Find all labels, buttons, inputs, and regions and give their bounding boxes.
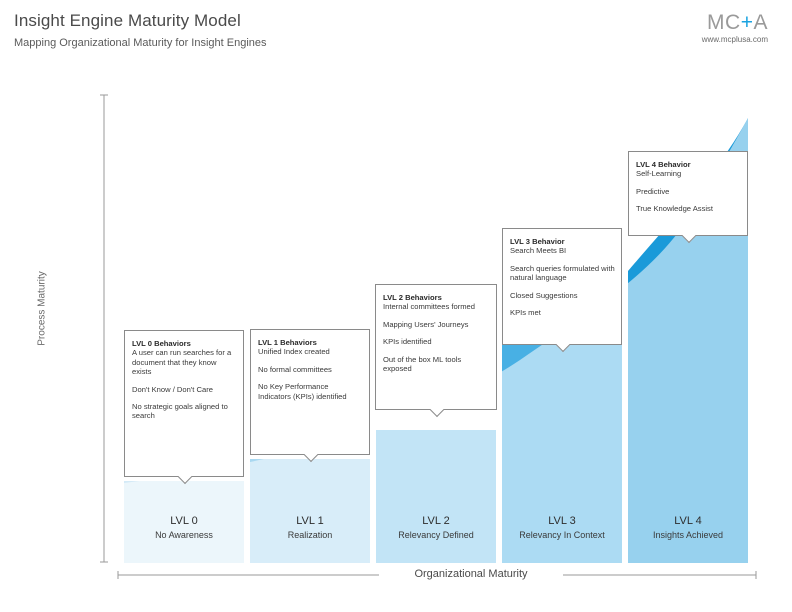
callout-heading: LVL 1 Behaviors xyxy=(258,338,317,347)
logo-text-left: MC xyxy=(707,11,741,34)
level-number: LVL 1 xyxy=(296,515,324,527)
level-name: No Awareness xyxy=(155,530,213,540)
behavior-item: Out of the box ML tools exposed xyxy=(383,354,462,374)
website-url: www.mcplusa.com xyxy=(701,35,768,44)
logo-text-right: A xyxy=(753,11,768,34)
callout-heading: LVL 3 Behavior xyxy=(510,237,565,246)
behavior-item: Mapping Users' Journeys xyxy=(383,319,469,329)
level-2-label: LVL 2 Relevancy Defined xyxy=(376,515,496,540)
callout-heading: LVL 0 Behaviors xyxy=(132,339,191,348)
behavior-item: Search Meets BI xyxy=(510,246,567,256)
page-subtitle: Mapping Organizational Maturity for Insi… xyxy=(14,37,267,49)
brand-logo: MC+A xyxy=(688,11,768,35)
level-2-behaviors-callout: LVL 2 Behaviors Internal committees form… xyxy=(375,284,497,410)
behavior-item: Don't Know / Don't Care xyxy=(132,384,213,394)
behavior-item: KPIs met xyxy=(510,308,541,318)
y-axis-label: Process Maturity xyxy=(36,271,48,346)
level-1-behaviors-callout: LVL 1 Behaviors Unified Index created No… xyxy=(250,329,370,455)
level-3-label: LVL 3 Relevancy In Context xyxy=(502,515,622,540)
level-4-label: LVL 4 Insights Achieved xyxy=(628,515,748,540)
behavior-item: Predictive xyxy=(636,186,670,196)
level-4-behaviors-callout: LVL 4 Behavior Self-Learning Predictive … xyxy=(628,151,748,236)
level-name: Relevancy In Context xyxy=(519,530,605,540)
behavior-item: A user can run searches for a document t… xyxy=(132,348,232,377)
behavior-item: True Knowledge Assist xyxy=(636,204,713,214)
behavior-item: Unified Index created xyxy=(258,347,330,357)
callout-heading: LVL 2 Behaviors xyxy=(383,293,442,302)
level-name: Insights Achieved xyxy=(652,530,724,540)
behavior-item: Internal committees formed xyxy=(383,302,476,312)
level-name: Relevancy Defined xyxy=(398,530,474,540)
behavior-item: No formal committees xyxy=(258,364,332,374)
page-title: Insight Engine Maturity Model xyxy=(14,11,241,30)
behavior-item: KPIs identified xyxy=(383,337,432,347)
x-axis-label: Organizational Maturity xyxy=(379,568,563,580)
level-3-behaviors-callout: LVL 3 Behavior Search Meets BI Search qu… xyxy=(502,228,622,345)
behavior-item: No Key Performance Indicators (KPIs) ide… xyxy=(258,382,347,401)
growth-curve-overlay xyxy=(124,118,748,563)
level-0-behaviors-callout: LVL 0 Behaviors A user can run searches … xyxy=(124,330,244,477)
level-1-label: LVL 1 Realization xyxy=(250,515,370,540)
behavior-item: Search queries formulated with natural l… xyxy=(510,263,615,283)
level-0-label: LVL 0 No Awareness xyxy=(124,515,244,540)
level-number: LVL 2 xyxy=(422,515,450,527)
level-number: LVL 3 xyxy=(548,515,576,527)
level-name: Realization xyxy=(287,530,333,540)
callout-heading: LVL 4 Behavior xyxy=(636,160,691,169)
level-number: LVL 0 xyxy=(170,515,198,527)
y-axis xyxy=(100,94,108,563)
level-number: LVL 4 xyxy=(674,515,702,527)
behavior-item: Self-Learning xyxy=(636,169,682,179)
logo-plus: + xyxy=(740,11,754,34)
behavior-item: No strategic goals aligned to search xyxy=(132,402,228,421)
behavior-item: Closed Suggestions xyxy=(510,290,578,300)
